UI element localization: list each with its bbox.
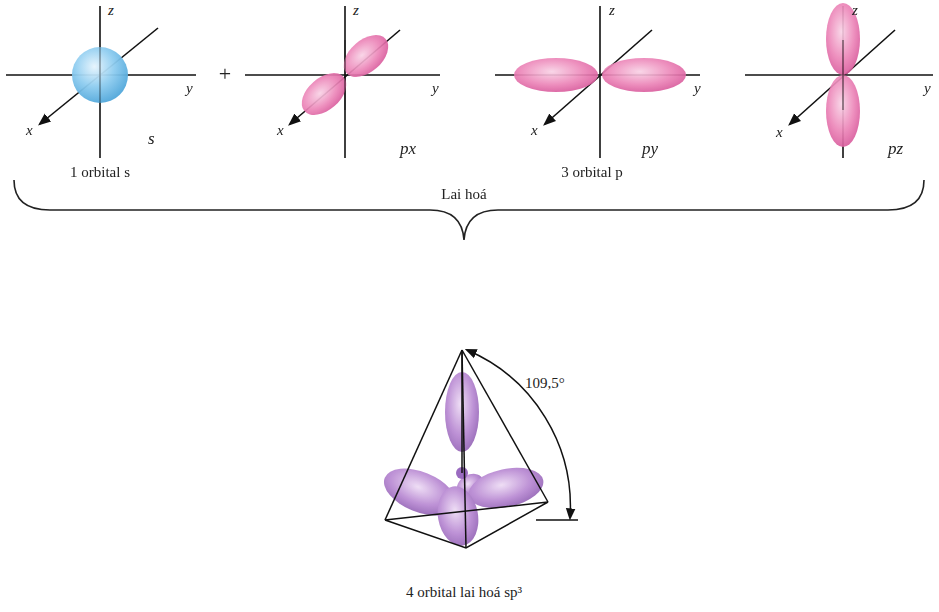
axis-label: y xyxy=(694,80,701,97)
axis-label: z xyxy=(353,2,359,19)
orbital-name: pz xyxy=(888,140,903,159)
caption-text: 1 orbital s xyxy=(70,164,130,181)
axis-label: y xyxy=(924,80,931,97)
axis-label: z xyxy=(609,2,615,19)
axis-label: x xyxy=(26,122,33,139)
orbital-name: py xyxy=(642,140,658,159)
caption-text: 4 orbital lai hoá sp³ xyxy=(406,584,522,601)
orbital-name: px xyxy=(400,140,416,159)
axis-label: y xyxy=(186,80,193,97)
axis-label: x xyxy=(277,122,284,139)
axis-label: z xyxy=(108,2,114,19)
axis-label: y xyxy=(432,80,439,97)
axis-label: z xyxy=(852,2,858,19)
angle-label: 109,5° xyxy=(525,375,565,392)
plus-sign: + xyxy=(219,62,231,86)
orbital-name: s xyxy=(148,130,155,149)
axis-label: x xyxy=(776,124,783,141)
caption-text: Lai hoá xyxy=(441,186,486,203)
caption-text: 3 orbital p xyxy=(561,164,623,181)
axis-label: x xyxy=(531,122,538,139)
